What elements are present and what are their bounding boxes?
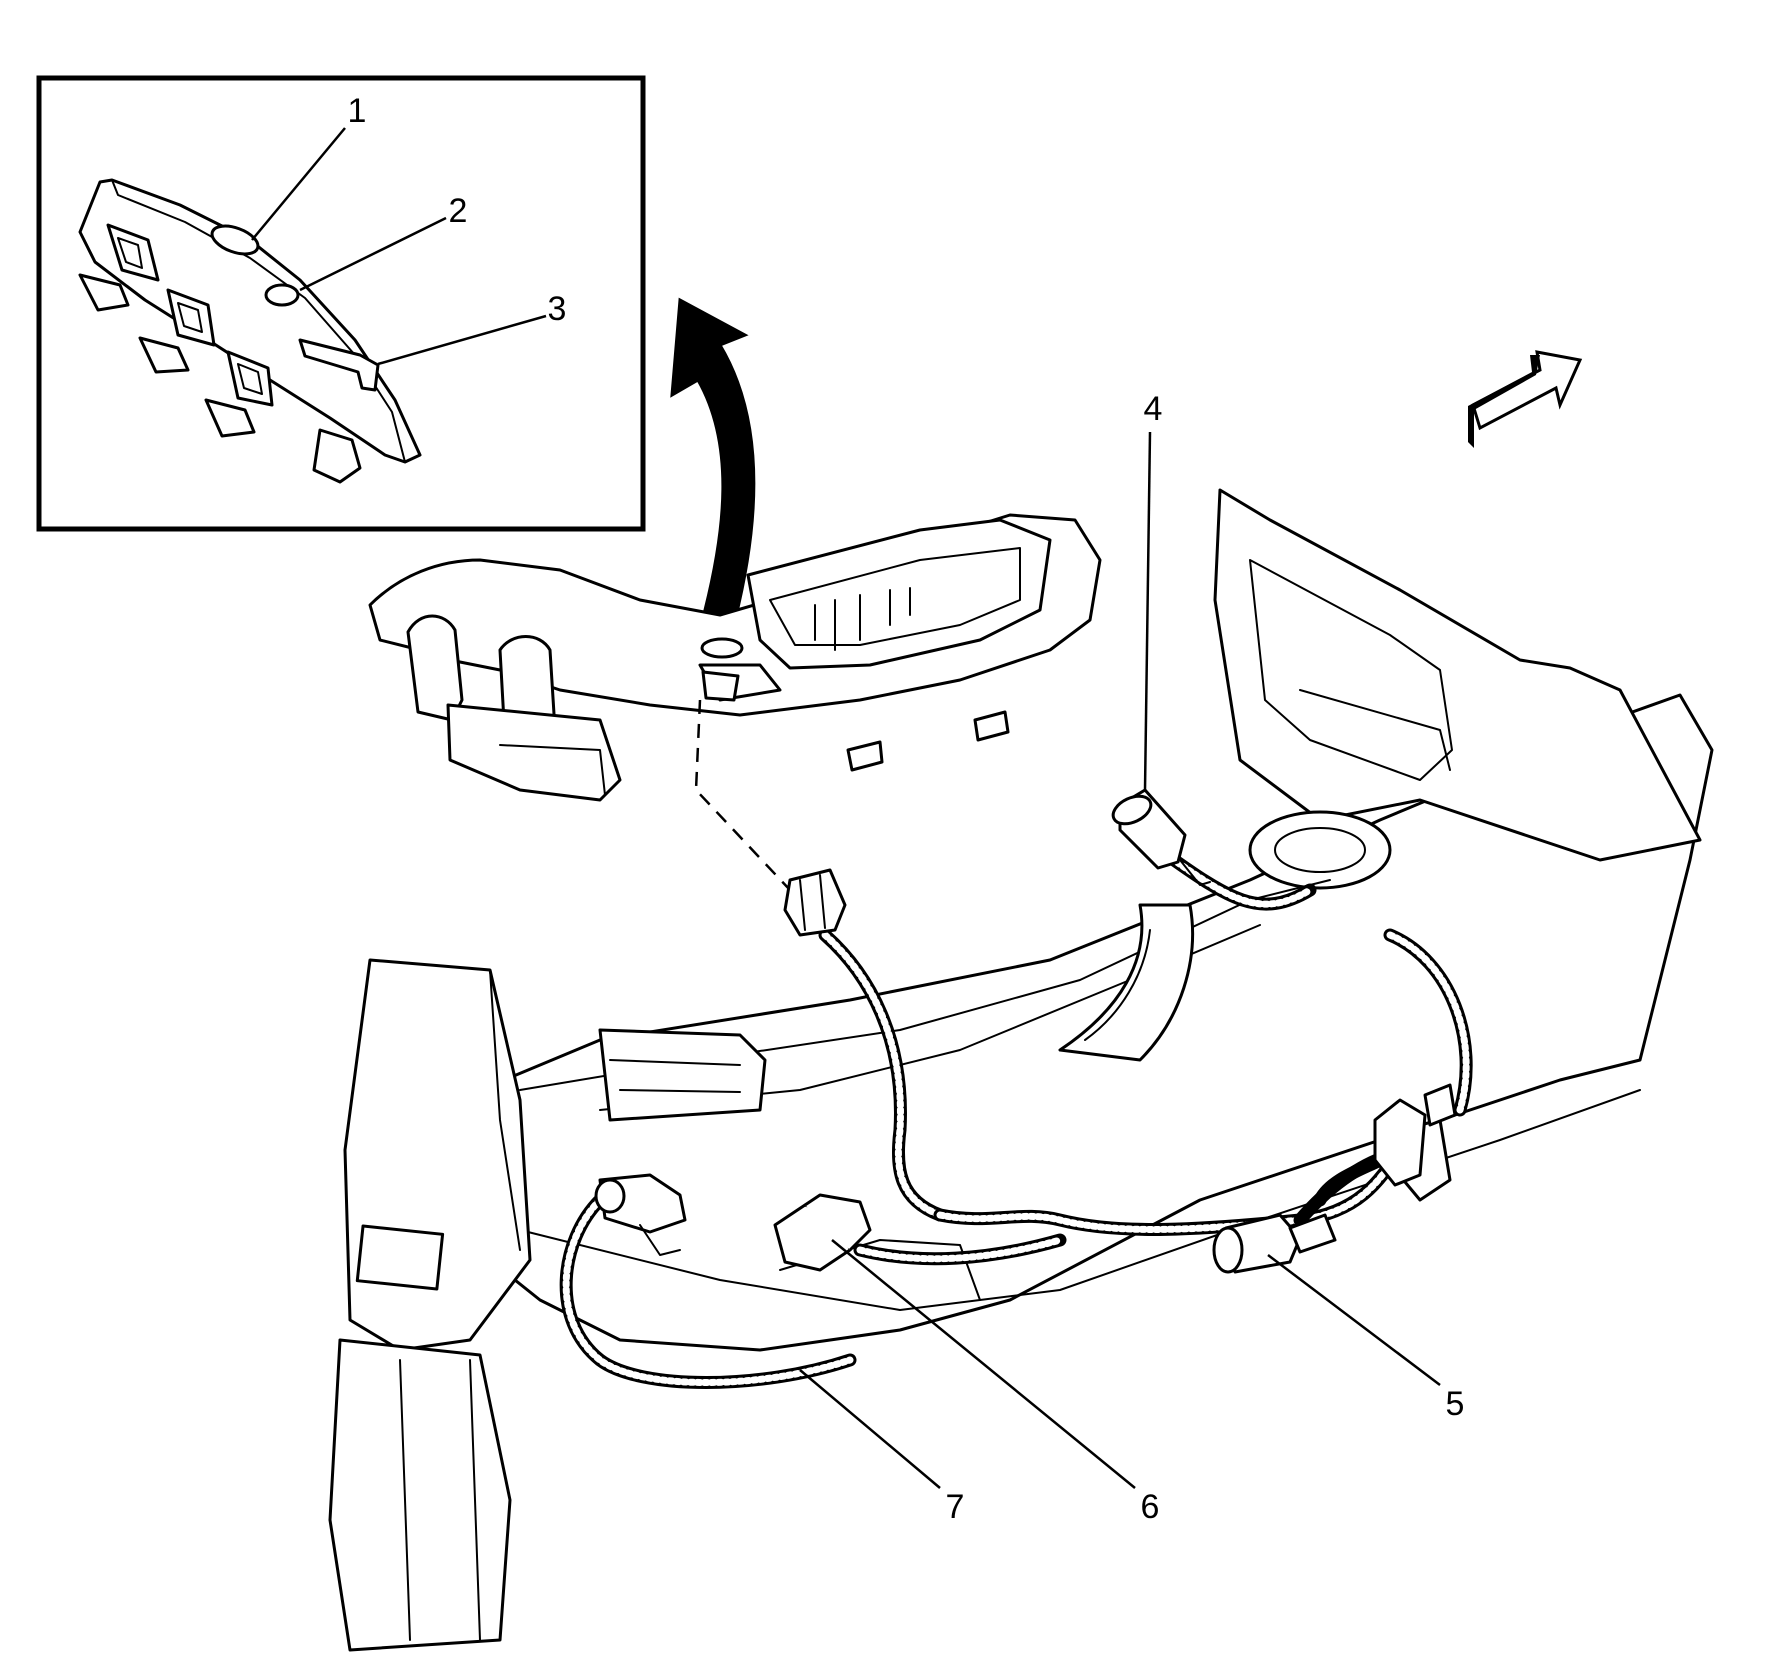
components xyxy=(594,788,1457,1274)
leader-5 xyxy=(1267,1254,1441,1386)
callout-3: 3 xyxy=(548,290,567,328)
callout-4: 4 xyxy=(1144,390,1163,428)
detail-inset xyxy=(36,75,646,532)
window-switch-3 xyxy=(204,350,362,484)
leader-lines xyxy=(799,431,1441,1489)
callout-2: 2 xyxy=(449,192,468,230)
leader-7 xyxy=(799,1369,941,1489)
callout-labels: 1 2 3 4 5 6 7 xyxy=(348,92,1465,1526)
leader-4 xyxy=(1143,431,1152,791)
console-body xyxy=(468,488,1714,1352)
callout-6: 6 xyxy=(1141,1488,1160,1526)
leader-6 xyxy=(831,1239,1136,1489)
callout-5: 5 xyxy=(1446,1385,1465,1423)
lever-3 xyxy=(298,338,380,392)
seat-switch xyxy=(355,1224,445,1291)
shifter-boot xyxy=(1058,903,1194,1062)
callout-7: 7 xyxy=(946,1488,965,1526)
switch-location xyxy=(700,637,744,659)
seat xyxy=(328,958,532,1652)
wiring-harness xyxy=(559,843,1473,1389)
front-direction-arrow-icon xyxy=(1468,350,1583,448)
curved-arrow-icon xyxy=(670,297,756,622)
connection-line xyxy=(694,699,791,891)
window-switch-1 xyxy=(78,223,160,312)
knob-1 xyxy=(210,224,260,256)
callout-1: 1 xyxy=(348,92,367,130)
knob-2 xyxy=(264,283,300,307)
window-switch-2 xyxy=(138,288,216,374)
console-trim-plate xyxy=(368,513,1102,802)
switch-connector xyxy=(783,868,847,937)
